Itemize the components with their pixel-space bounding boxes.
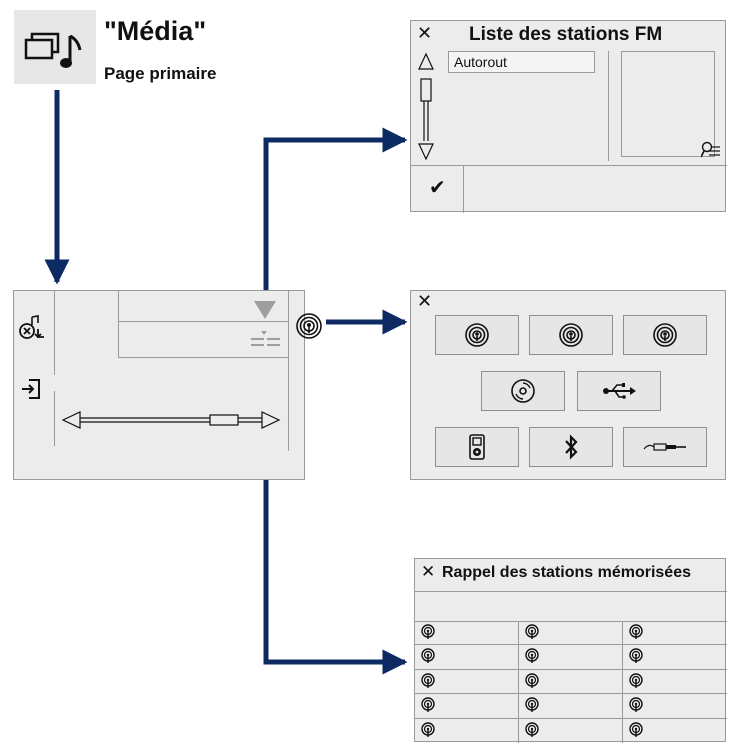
radio-source-1-button[interactable] (435, 315, 519, 355)
preset-slot[interactable] (623, 670, 727, 695)
radio-icon (465, 323, 489, 347)
radio-source-3-button[interactable] (623, 315, 707, 355)
source-selection-screen: ✕ (410, 290, 726, 480)
fm-list-title: Liste des stations FM (469, 24, 663, 45)
preset-radio-icon (525, 624, 539, 639)
preset-radio-icon (421, 697, 435, 713)
preset-radio-icon (525, 697, 539, 713)
radio-icon (559, 323, 583, 347)
media-icon (14, 10, 96, 84)
usb-source-button[interactable] (577, 371, 661, 411)
arrow-to-fm-list (263, 127, 408, 290)
bluetooth-source-button[interactable] (529, 427, 613, 467)
preset-radio-icon (629, 721, 643, 737)
cd-source-button[interactable] (481, 371, 565, 411)
bluetooth-icon (565, 434, 578, 460)
preset-slot[interactable] (519, 669, 623, 695)
page-title: "Média" (104, 16, 207, 46)
preset-slot[interactable] (415, 621, 519, 646)
station-list-item[interactable]: Autorout (448, 51, 595, 73)
exit-icon[interactable] (19, 377, 43, 401)
preset-slot[interactable] (519, 718, 623, 743)
preset-slot[interactable] (519, 645, 623, 670)
preset-radio-icon (421, 721, 435, 737)
close-icon[interactable]: ✕ (417, 291, 433, 311)
preset-radio-icon (421, 624, 435, 639)
list-scrollbar[interactable] (417, 51, 439, 161)
preset-radio-icon (421, 673, 435, 688)
preset-slot[interactable] (623, 621, 727, 646)
source-switch-icon[interactable] (18, 313, 48, 343)
preset-slot[interactable] (519, 621, 623, 646)
ipod-icon (469, 434, 485, 460)
ipod-source-button[interactable] (435, 427, 519, 467)
search-list-icon[interactable] (701, 141, 721, 159)
radio-source-2-button[interactable] (529, 315, 613, 355)
preset-radio-icon (525, 721, 539, 737)
preset-slot[interactable] (415, 694, 519, 719)
station-list-icon[interactable] (250, 331, 282, 351)
preset-radio-icon (525, 673, 539, 688)
presets-screen: ✕ Rappel des stations mémorisées (414, 558, 727, 743)
preset-radio-icon (421, 648, 435, 664)
preset-slot[interactable] (519, 694, 623, 719)
preset-radio-icon (629, 648, 643, 664)
preset-radio-icon (629, 697, 643, 713)
primary-page-screen (13, 290, 322, 480)
preview-box (621, 51, 715, 157)
page-subtitle: Page primaire (104, 64, 217, 83)
radio-band-icon[interactable] (294, 311, 324, 341)
radio-icon (653, 323, 677, 347)
preset-slot[interactable] (623, 719, 727, 743)
down-triangle-icon (254, 301, 276, 319)
close-icon[interactable]: ✕ (421, 562, 436, 581)
preset-radio-icon (525, 648, 539, 664)
close-icon[interactable]: ✕ (417, 23, 433, 43)
cd-icon (511, 379, 535, 403)
preset-slot[interactable] (415, 718, 519, 743)
fm-station-list-screen: ✕ Liste des stations FM Autorout ✔ (410, 20, 727, 213)
preset-slot[interactable] (415, 645, 519, 670)
aux-jack-icon (643, 443, 686, 451)
preset-radio-icon (629, 624, 643, 639)
preset-slot[interactable] (623, 694, 727, 719)
presets-title: Rappel des stations mémorisées (442, 564, 691, 581)
confirm-icon[interactable]: ✔ (429, 177, 446, 199)
aux-source-button[interactable] (623, 427, 707, 467)
preset-radio-icon (629, 673, 643, 688)
preset-grid (415, 621, 727, 743)
usb-icon (603, 383, 636, 399)
frequency-slider[interactable] (60, 409, 290, 431)
preset-slot[interactable] (623, 645, 727, 670)
preset-slot[interactable] (415, 669, 519, 695)
